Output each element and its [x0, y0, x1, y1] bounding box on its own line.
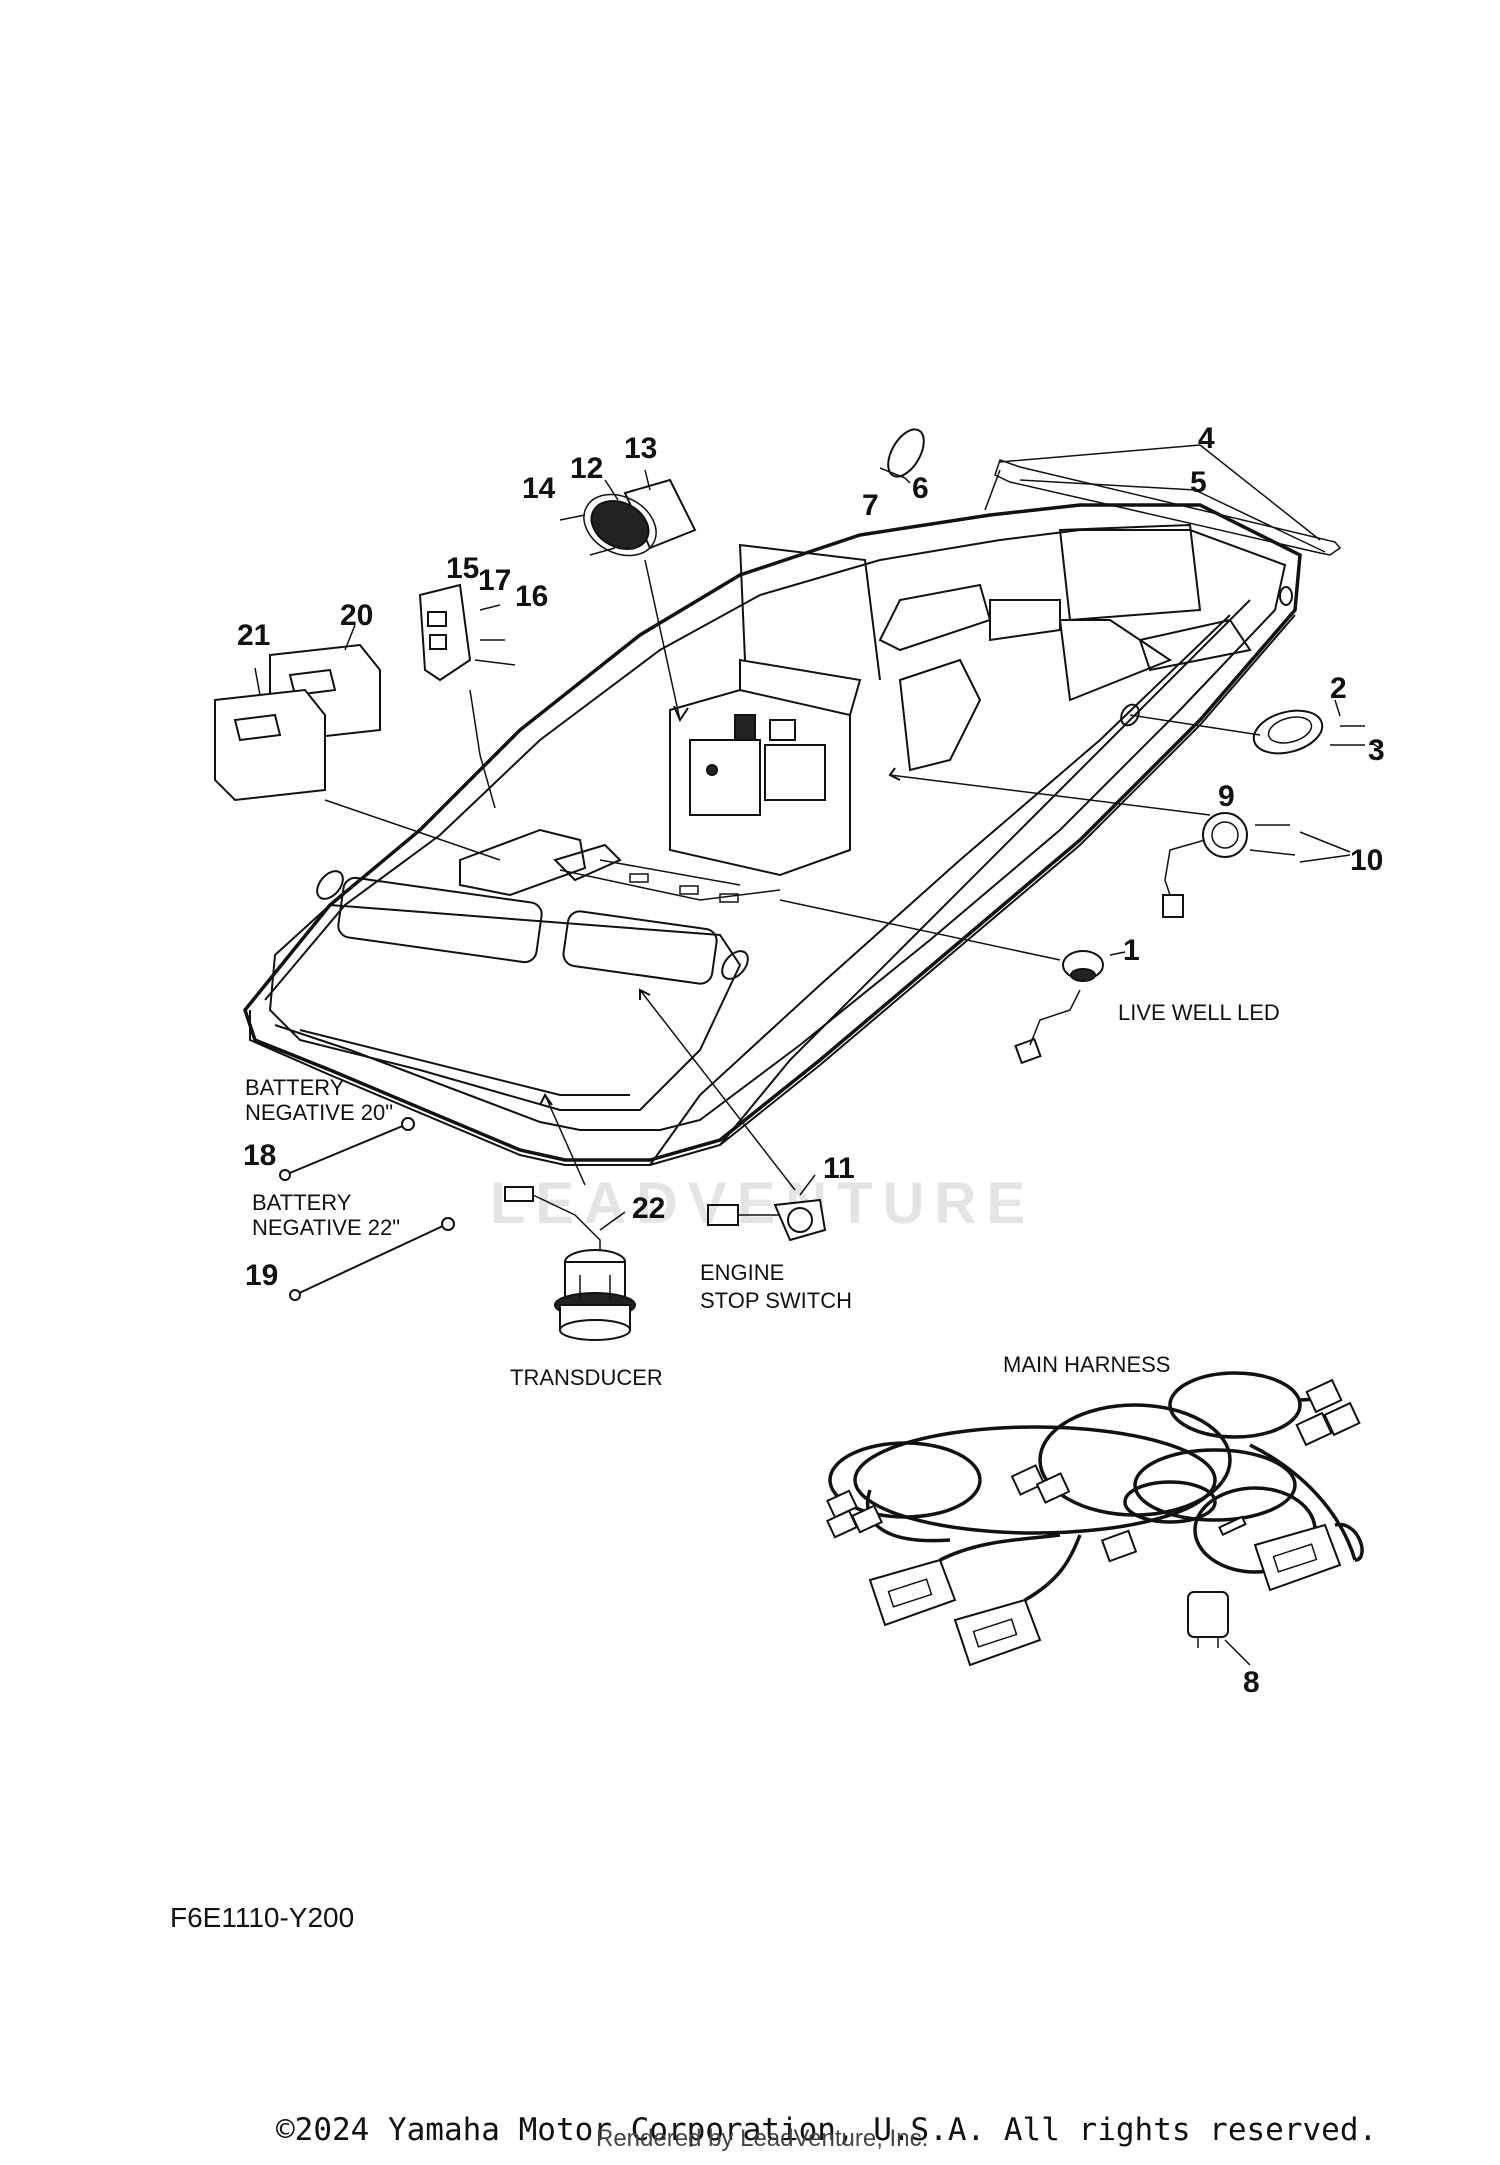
copyright-notice: ©2024 Yamaha Motor Corporation, U.S.A. A…: [276, 2112, 1378, 2148]
callout-4: 4: [1198, 422, 1215, 455]
watermark: LEADVENTURE: [490, 1171, 1036, 1236]
callout-15: 15: [446, 552, 479, 585]
battery-negative-20-label-1: BATTERY: [245, 1075, 345, 1100]
callout-20: 20: [340, 599, 373, 632]
callout-22: 22: [504, 1093, 665, 1341]
callout-2-3: 2 3: [1129, 672, 1385, 767]
callout-11: 11: [639, 988, 855, 1242]
callout-22: 22: [632, 1192, 665, 1225]
callout-4-5: 4 5: [984, 422, 1342, 556]
callout-6: 6: [912, 472, 929, 505]
main-harness: 8: [825, 1371, 1364, 1699]
callout-10: 10: [1350, 844, 1383, 877]
live-well-led-label: LIVE WELL LED: [1118, 1000, 1280, 1025]
callout-1: 1: [1123, 934, 1140, 967]
callout-7: 7: [862, 489, 879, 522]
callout-13: 13: [624, 432, 657, 465]
callout-9-10: 9 10: [888, 767, 1383, 918]
callout-6-7: 6 7: [862, 428, 929, 522]
callout-17: 17: [478, 564, 511, 597]
callout-16: 16: [515, 580, 548, 613]
callout-14: 14: [522, 472, 556, 505]
battery-negative-22-label-2: NEGATIVE 22": [252, 1215, 400, 1240]
diagram-code: F6E1110-Y200: [170, 1902, 355, 1933]
rendered-by-notice: Rendered by LeadVenture, Inc.: [596, 2125, 929, 2152]
callout-18-19: 18 19: [243, 1117, 455, 1301]
callout-21: 21: [237, 619, 270, 652]
callout-9: 9: [1218, 780, 1235, 813]
callout-19: 19: [245, 1259, 278, 1292]
callout-18: 18: [243, 1139, 276, 1172]
battery-negative-20-label-2: NEGATIVE 20": [245, 1100, 393, 1125]
transducer-label: TRANSDUCER: [510, 1365, 663, 1390]
engine-stop-switch-label-1: ENGINE: [700, 1260, 784, 1285]
callout-8: 8: [1243, 1666, 1260, 1699]
callout-1: 1: [779, 899, 1140, 1065]
boat-hull: [243, 503, 1302, 1166]
callout-12: 12: [570, 452, 603, 485]
callout-3: 3: [1368, 734, 1385, 767]
main-harness-label: MAIN HARNESS: [1003, 1352, 1170, 1377]
engine-stop-switch-label-2: STOP SWITCH: [700, 1288, 852, 1313]
callout-12-13-14: 12 13 14: [522, 432, 697, 723]
battery-negative-22-label-1: BATTERY: [252, 1190, 352, 1215]
callout-20-21: 20 21: [214, 599, 501, 861]
callout-5: 5: [1190, 466, 1207, 499]
callout-2: 2: [1330, 672, 1347, 705]
callout-15-16-17: 15 16 17: [418, 552, 548, 809]
callout-11: 11: [823, 1152, 855, 1185]
